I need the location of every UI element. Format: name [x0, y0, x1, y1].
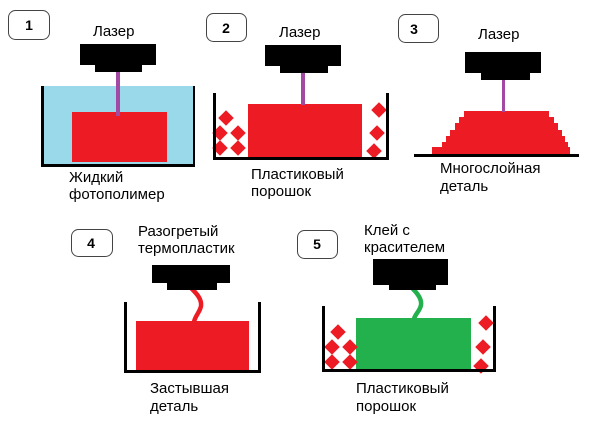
laser-head-icon: [465, 52, 541, 80]
powder-particle: [324, 339, 340, 355]
bottom-label-line-1: Многослойная: [440, 160, 541, 177]
part-layer: [432, 147, 570, 154]
panel-5: 5 Клей с красителем Пластиковый порошок: [297, 222, 496, 415]
container-left-wall: [41, 86, 44, 167]
print-head-icon: [373, 259, 448, 290]
powder-particle: [212, 140, 228, 156]
bottom-label-line-2: порошок: [251, 183, 312, 200]
bottom-label-line-2: порошок: [356, 398, 417, 415]
bottom-label-line-2: деталь: [150, 398, 198, 415]
top-label-line-1: Разогретый: [138, 223, 218, 240]
container-right-wall: [386, 93, 389, 160]
solidified-part: [136, 321, 249, 370]
top-label-line-1: Клей с: [364, 222, 410, 239]
step-number-badge: [398, 14, 439, 43]
bottom-label-line-1: Жидкий: [69, 169, 123, 186]
container-right-wall: [258, 302, 261, 373]
top-label: Лазер: [93, 23, 134, 40]
molten-thermoplastic-stream: [189, 286, 204, 325]
powder-particle: [475, 339, 491, 355]
laser-head-icon: [265, 45, 341, 73]
powder-particle: [212, 125, 228, 141]
container-bottom: [124, 370, 261, 373]
binder-dye-stream: [410, 286, 424, 322]
top-label: Лазер: [478, 26, 519, 43]
top-label-line-2: красителем: [364, 239, 445, 256]
step-number-badge: [206, 13, 247, 42]
laser-beam: [301, 73, 305, 105]
container-right-wall: [193, 86, 195, 167]
layered-part: [432, 111, 570, 154]
container-left-wall: [322, 306, 325, 372]
powder-particle: [230, 125, 246, 141]
container-left-wall: [124, 302, 127, 373]
panel-1: 1 Лазер Жидкий фотополимер: [8, 10, 195, 203]
top-label: Лазер: [279, 24, 320, 41]
powder-particle: [324, 354, 340, 370]
bound-colored-part: [356, 318, 471, 369]
step-number: 1: [25, 17, 33, 33]
powder-particle: [342, 354, 358, 370]
top-label-line-2: термопластик: [138, 240, 235, 257]
step-number: 4: [87, 235, 95, 251]
panel-3: 3 Лазер Многослойная деталь: [398, 14, 579, 195]
container-bottom: [213, 157, 389, 160]
sintered-part: [248, 104, 362, 157]
powder-particle: [330, 324, 346, 340]
cured-part: [72, 112, 167, 162]
step-number: 3: [410, 21, 418, 37]
container-left-wall: [213, 93, 216, 160]
container-right-wall: [493, 306, 496, 372]
step-number-badge: [297, 230, 338, 259]
laser-head-icon: [80, 44, 156, 72]
laser-beam: [116, 72, 120, 116]
container-bottom: [41, 164, 195, 167]
panel-2: 2 Лазер Пластиковый порошок: [206, 13, 389, 200]
powder-particle: [366, 143, 382, 159]
step-number: 2: [222, 20, 230, 36]
powder-particle: [342, 339, 358, 355]
build-platform: [414, 154, 579, 157]
powder-particle: [371, 102, 387, 118]
bottom-label-line-1: Застывшая: [150, 380, 229, 397]
bottom-label-line-1: Пластиковый: [251, 166, 344, 183]
step-number-badge: [71, 229, 113, 257]
powder-particle: [230, 140, 246, 156]
bottom-label-line-2: деталь: [440, 178, 488, 195]
bottom-label-line-1: Пластиковый: [356, 380, 449, 397]
step-number: 5: [313, 236, 321, 252]
bottom-label-line-2: фотополимер: [69, 186, 165, 203]
container-bottom: [322, 369, 496, 372]
step-number-badge: [8, 10, 50, 40]
panel-4: 4 Разогретый термопластик Застывшая дета…: [71, 223, 261, 415]
powder-particle: [369, 125, 385, 141]
laser-beam: [502, 79, 505, 112]
extruder-head-icon: [152, 265, 230, 290]
powder-particle: [218, 110, 234, 126]
powder-particle: [478, 315, 494, 331]
